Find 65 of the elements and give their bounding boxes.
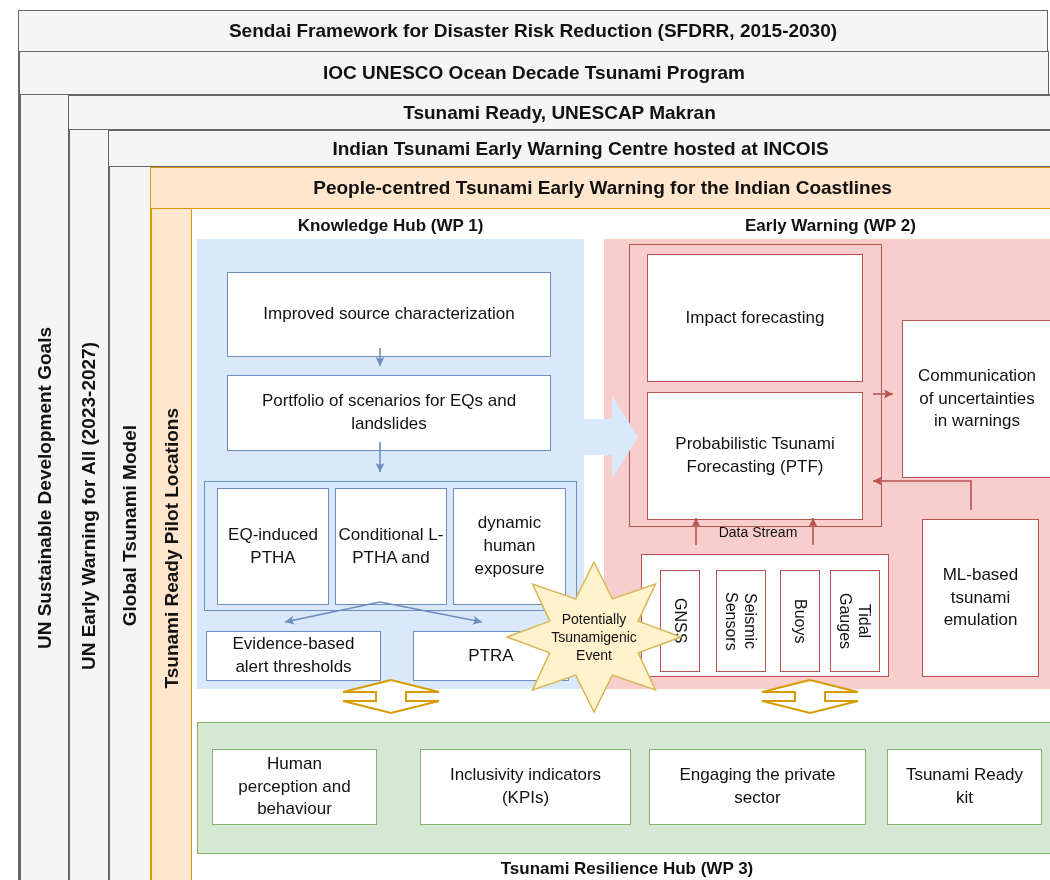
event-text: Potentially Tsunamigenic Event (550, 609, 638, 665)
arrow (872, 476, 972, 511)
double-block-arrow (342, 678, 440, 715)
band-title: Tsunami Ready, UNESCAP Makran (403, 101, 716, 124)
process-box (227, 375, 551, 451)
group-box (629, 244, 882, 527)
process-box (902, 320, 1050, 478)
box-text: Impact forecasting (685, 306, 825, 329)
process-box (649, 749, 866, 825)
box-text: Probabilistic Tsunami Forecasting (PTF) (674, 433, 836, 478)
band-title: Indian Tsunami Early Warning Centre hosted at INCOIS (332, 137, 829, 160)
band-title: IOC UNESCO Ocean Decade Tsunami Program (323, 62, 745, 84)
box-text: Buoys (790, 598, 810, 644)
box-text: PTRA (468, 644, 514, 667)
box-text: Conditional L-PTHA and (338, 523, 444, 569)
sensor-box (716, 570, 766, 672)
arrow (375, 441, 385, 473)
box-text: Human perception and behaviour (237, 752, 352, 821)
hub-title: Early Warning (WP 2) (745, 215, 916, 236)
process-box (420, 749, 631, 825)
vertical-label: Global Tsunami Model (119, 425, 141, 627)
arrow (375, 347, 385, 367)
box-text: Improved source characterization (263, 303, 515, 326)
sensor-box (830, 570, 880, 672)
process-box (335, 488, 447, 605)
hub-title: Knowledge Hub (WP 1) (297, 215, 484, 236)
box-text: Seismic Sensors (722, 590, 761, 653)
arrow (691, 517, 701, 546)
group-box (204, 481, 577, 611)
vertical-label: UN Early Warning for All (2023-2027) (78, 342, 100, 671)
process-box (887, 749, 1042, 825)
box-text: Inclusivity indicators (KPIs) (448, 764, 603, 809)
hub-title: Tsunami Resilience Hub (WP 3) (500, 859, 754, 879)
process-box (647, 254, 863, 382)
process-box (217, 488, 329, 605)
double-block-arrow (761, 678, 859, 715)
group-box (641, 554, 889, 677)
box-text: Engaging the private sector (678, 764, 837, 809)
sensor-box (780, 570, 820, 672)
sensor-box (660, 570, 700, 672)
box-text: ML-based tsunami emulation (941, 563, 1020, 632)
box-text: dynamic human exposure (473, 512, 546, 580)
process-box (453, 488, 566, 605)
process-box (212, 749, 377, 825)
vertical-label: Tsunami Ready Pilot Locations (161, 407, 183, 689)
box-text: EQ-induced PTHA (227, 523, 319, 569)
arrow (872, 389, 894, 399)
band-title: Sendai Framework for Disaster Risk Reduction (SFDRR, 2015-2030) (228, 20, 838, 42)
band-title: People-centred Tsunami Early Warning for the Indian Coastlines (313, 177, 892, 199)
arrow (808, 517, 818, 546)
box-text: Tidal Gauges (836, 591, 875, 651)
vertical-label: UN Sustainable Development Goals (33, 327, 56, 649)
arrow (379, 601, 483, 625)
box-text: Evidence-based alert thresholds (231, 633, 356, 678)
box-text: Communication of uncertainties in warnings (917, 364, 1037, 433)
hub-panel (197, 722, 1050, 880)
box-text: Portfolio of scenarios for EQs and landslides (260, 390, 518, 435)
box-text: GNSS (670, 598, 690, 644)
process-box (206, 631, 381, 681)
box-text: Tsunami Ready kit (904, 764, 1025, 809)
process-box (922, 519, 1039, 677)
stream-label: Data Stream (718, 524, 798, 540)
arrow (284, 601, 381, 625)
process-box (647, 392, 863, 520)
process-box (227, 272, 551, 357)
